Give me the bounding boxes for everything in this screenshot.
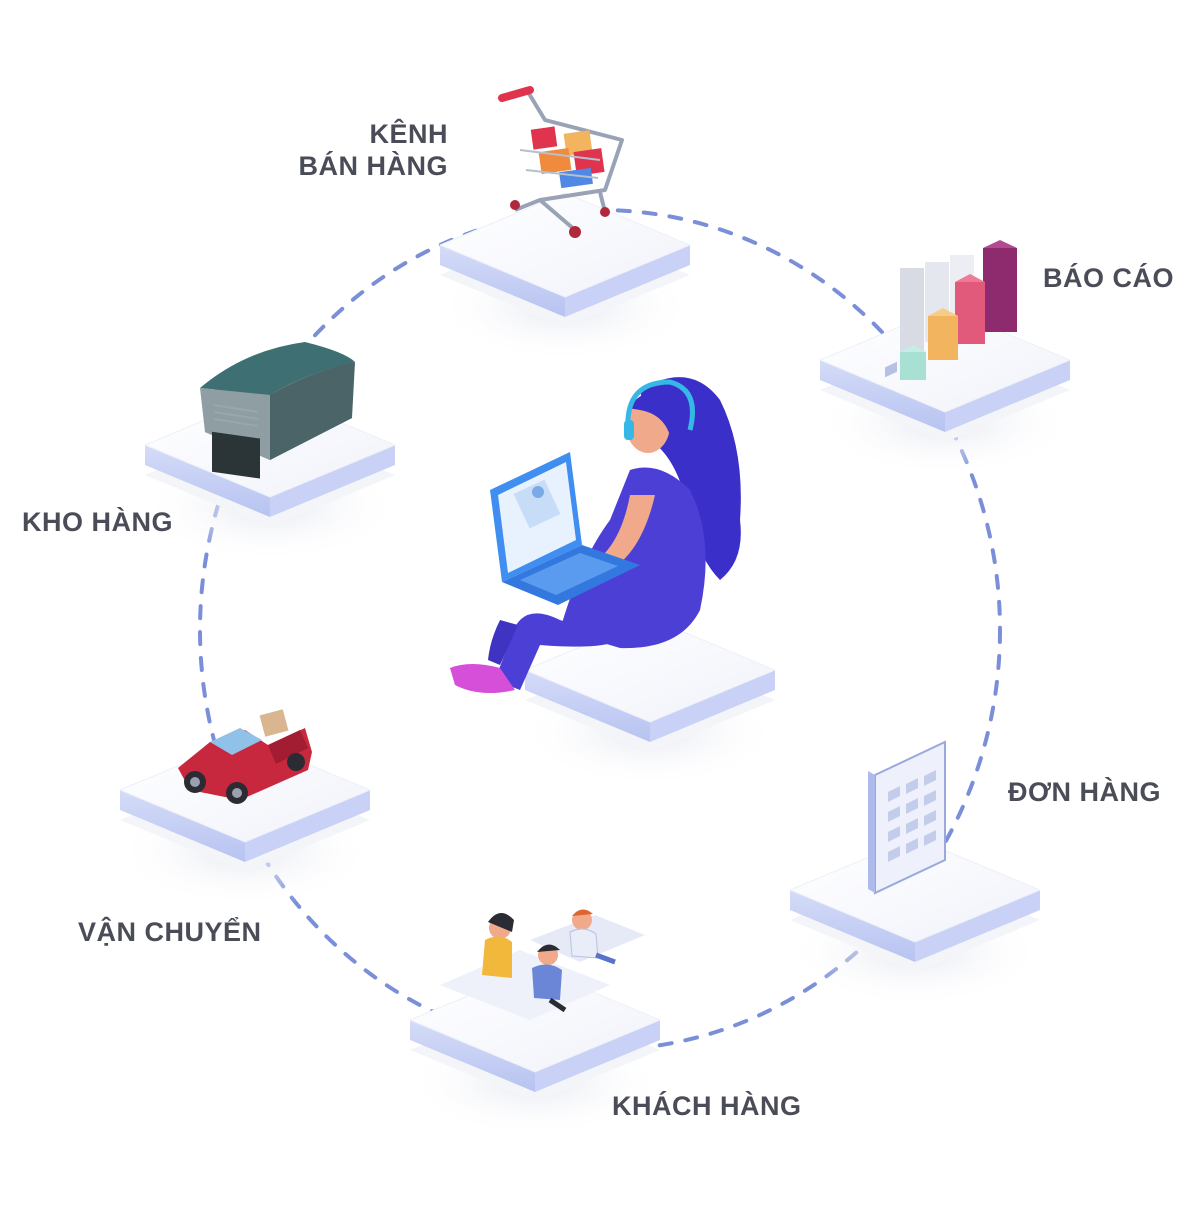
customers-icon [440,909,645,1020]
label-sales-channel-line1: KÊNH [369,119,448,149]
warehouse-icon [200,342,355,479]
label-reports: BÁO CÁO [1043,262,1174,294]
label-warehouse: KHO HÀNG [22,506,173,538]
label-reports-line1: BÁO CÁO [1043,263,1174,293]
woman-with-laptop-icon [450,377,741,694]
label-orders-line1: ĐƠN HÀNG [1008,777,1162,807]
label-customers: KHÁCH HÀNG [612,1090,802,1122]
label-shipping-line1: VẬN CHUYỂN [78,917,262,947]
order-list-icon [868,361,946,895]
label-shipping: VẬN CHUYỂN [78,916,262,948]
label-orders: ĐƠN HÀNG [1008,776,1161,808]
label-sales-channel: KÊNH BÁN HÀNG [280,118,448,182]
label-customers-line1: KHÁCH HÀNG [612,1091,802,1121]
bar-chart-icon [900,240,1017,380]
shopping-cart-icon [498,86,624,238]
label-sales-channel-line2: BÁN HÀNG [298,151,448,181]
delivery-car-icon [178,709,312,804]
label-warehouse-line1: KHO HÀNG [22,507,173,537]
sales-channel-platform [434,192,696,363]
